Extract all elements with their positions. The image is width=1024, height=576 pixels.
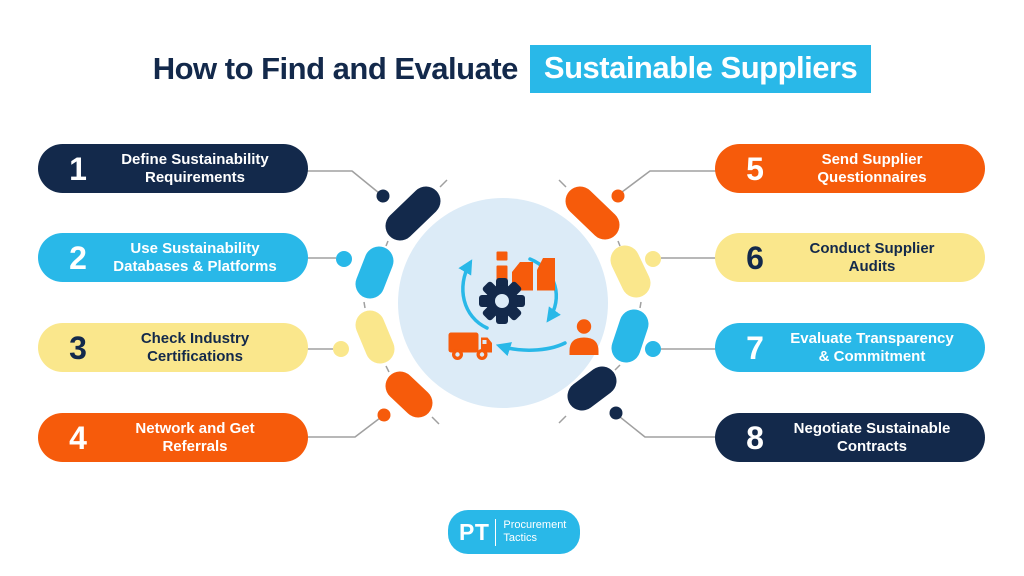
connector-dots [333, 189, 661, 422]
connector-lines [306, 170, 718, 438]
step-number: 1 [69, 150, 87, 187]
person-icon [569, 319, 599, 355]
cycle-arrow-up [458, 259, 489, 330]
dot-navy-left [376, 189, 390, 203]
dot-yellow-left [333, 341, 349, 357]
dot-orange-right [611, 189, 625, 203]
ring-dash-navy-left [385, 186, 441, 241]
page-title: How to Find and Evaluate Sustainable Sup… [0, 44, 1024, 94]
step-number: 8 [746, 419, 764, 456]
title-highlighted-text: Sustainable Suppliers [529, 45, 872, 93]
logo-abbr: PT [459, 518, 490, 545]
step-number: 4 [69, 419, 87, 456]
connector-line-step8 [619, 416, 718, 438]
cycle-arrow-left [495, 341, 567, 357]
truck-icon [448, 332, 492, 360]
ring-dash-cyan-left [355, 246, 394, 299]
ring-ticks [363, 179, 642, 425]
title-plain-text: How to Find and Evaluate [152, 51, 519, 86]
step-number: 2 [69, 239, 87, 276]
gear-icon [479, 278, 525, 324]
dot-cyan-right [645, 341, 661, 357]
ring-dash-orange-left [385, 371, 433, 418]
step-number: 7 [746, 329, 764, 366]
step-number: 3 [69, 329, 87, 366]
ring-dash-cyan-right [611, 309, 649, 363]
ring-dash-navy-right [567, 366, 617, 411]
connector-line-step4 [306, 417, 381, 438]
ring-dashes [355, 186, 651, 418]
logo-divider [495, 518, 497, 546]
dot-navy-right [609, 406, 623, 420]
ring-dash-yellow-left [355, 310, 395, 364]
step-number: 5 [746, 150, 764, 187]
dot-yellow-right [645, 251, 661, 267]
step-number: 6 [746, 239, 764, 276]
dot-orange-left [377, 408, 391, 422]
connector-line-step5 [621, 170, 718, 193]
dot-cyan-left [336, 251, 352, 267]
step-7-pill: 7 Evaluate Transparency& Commitment [715, 323, 985, 372]
connector-line-step1 [306, 170, 380, 194]
step-label: Evaluate Transparency& Commitment [790, 329, 954, 365]
ring-dash-orange-right [565, 186, 620, 240]
ring-dash-yellow-right [610, 245, 651, 298]
